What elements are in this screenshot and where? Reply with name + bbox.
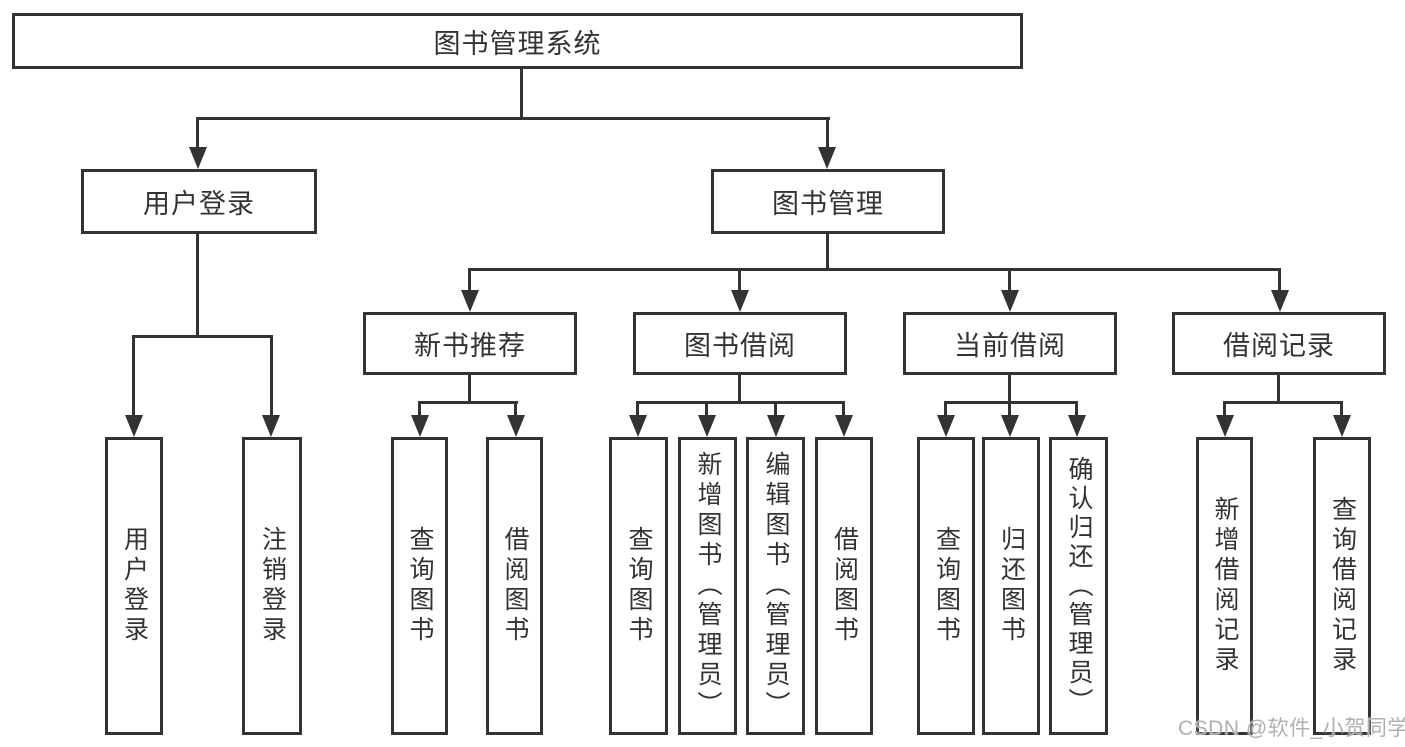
- arrow-to-bb-borrow-icon: [835, 415, 853, 437]
- edge-book-borrow-crossbar: [636, 401, 845, 404]
- edge-user-login-trunk: [196, 234, 199, 338]
- node-leaf-nb-borrow-book-label: 借阅图书: [501, 526, 529, 646]
- node-book-mgmt: 图书管理: [711, 169, 945, 234]
- node-leaf-cb-query-book: 查询图书: [917, 437, 975, 735]
- node-leaf-cb-return-book-label: 归还图书: [997, 526, 1026, 646]
- node-leaf-logout: 注销登录: [242, 437, 302, 735]
- edge-to-cb-return-stem: [1008, 401, 1011, 418]
- node-book-borrow: 图书借阅: [633, 312, 847, 375]
- edge-to-borrow-record-stem: [1278, 268, 1281, 293]
- arrow-to-br-query-icon: [1333, 415, 1351, 437]
- edge-borrow-record-crossbar: [1223, 401, 1343, 404]
- node-leaf-logout-label: 注销登录: [258, 526, 287, 646]
- node-leaf-bb-add-book-label: 新增图书（管理员）: [694, 451, 722, 721]
- arrow-to-cb-return-icon: [1001, 415, 1019, 437]
- edge-to-bb-query-stem: [636, 401, 639, 418]
- node-current-borrow-label: 当前借阅: [954, 331, 1066, 361]
- node-leaf-bb-add-book: 新增图书（管理员）: [678, 437, 737, 735]
- node-leaf-cb-confirm-return: 确认归还（管理员）: [1049, 437, 1108, 735]
- node-leaf-br-query-record: 查询借阅记录: [1313, 437, 1371, 735]
- edge-root-crossbar: [196, 117, 830, 120]
- node-leaf-bb-edit-book: 编辑图书（管理员）: [746, 437, 805, 735]
- edge-current-borrow-crossbar: [944, 401, 1078, 404]
- arrow-to-bb-add-icon: [698, 415, 716, 437]
- edge-to-book-mgmt-stem: [826, 117, 829, 150]
- edge-to-book-borrow-stem: [738, 268, 741, 293]
- node-leaf-cb-return-book: 归还图书: [982, 437, 1040, 735]
- node-leaf-user-login-label: 用户登录: [120, 526, 149, 646]
- edge-new-book-rec-trunk: [468, 375, 471, 404]
- arrow-to-bb-edit-icon: [767, 415, 785, 437]
- arrow-to-current-borrow-icon: [1001, 290, 1019, 312]
- arrow-to-new-book-rec-icon: [461, 290, 479, 312]
- node-book-mgmt-label: 图书管理: [772, 189, 884, 219]
- node-leaf-bb-borrow-book: 借阅图书: [815, 437, 873, 735]
- edge-to-br-query-stem: [1340, 401, 1343, 418]
- edge-to-nb-borrow-stem: [514, 401, 517, 418]
- node-leaf-cb-query-book-label: 查询图书: [932, 526, 961, 646]
- edge-to-nb-query-stem: [418, 401, 421, 418]
- node-leaf-br-add-record: 新增借阅记录: [1196, 437, 1253, 735]
- arrow-to-cb-confirm-icon: [1068, 415, 1086, 437]
- edge-current-borrow-trunk: [1008, 375, 1011, 404]
- arrow-to-book-mgmt-icon: [818, 147, 836, 169]
- node-leaf-nb-borrow-book: 借阅图书: [486, 437, 543, 735]
- arrow-to-br-add-icon: [1216, 415, 1234, 437]
- edge-to-cb-query-stem: [944, 401, 947, 418]
- arrow-to-cb-query-icon: [937, 415, 955, 437]
- node-current-borrow: 当前借阅: [903, 312, 1117, 375]
- arrow-to-ul-user-login-icon: [125, 415, 143, 437]
- edge-user-login-crossbar: [132, 335, 273, 338]
- node-root: 图书管理系统: [12, 13, 1023, 69]
- edge-to-br-add-stem: [1223, 401, 1226, 418]
- edge-to-bb-edit-stem: [774, 401, 777, 418]
- node-user-login-label: 用户登录: [143, 189, 255, 219]
- edge-to-cb-confirm-stem: [1075, 401, 1078, 418]
- node-book-borrow-label: 图书借阅: [684, 331, 796, 361]
- edge-to-bb-add-stem: [705, 401, 708, 418]
- edge-book-mgmt-trunk: [826, 234, 829, 271]
- edge-new-book-rec-crossbar: [418, 401, 518, 404]
- arrow-to-nb-borrow-icon: [507, 415, 525, 437]
- node-leaf-bb-query-book-label: 查询图书: [625, 526, 653, 646]
- node-borrow-record-label: 借阅记录: [1223, 331, 1335, 361]
- arrow-to-book-borrow-icon: [731, 290, 749, 312]
- node-leaf-br-query-record-label: 查询借阅记录: [1328, 496, 1357, 676]
- arrow-to-borrow-record-icon: [1271, 290, 1289, 312]
- edge-to-ul-user-login-stem: [132, 335, 135, 418]
- edge-borrow-record-trunk: [1277, 375, 1280, 404]
- arrow-to-bb-query-icon: [629, 415, 647, 437]
- csdn-watermark: CSDN @软件_小贺同学: [1178, 717, 1405, 740]
- edge-to-bb-borrow-stem: [842, 401, 845, 418]
- edge-to-new-book-rec-stem: [468, 268, 471, 293]
- edge-book-mgmt-crossbar: [468, 268, 1281, 271]
- node-user-login: 用户登录: [81, 169, 317, 234]
- node-leaf-nb-query-book: 查询图书: [391, 437, 448, 735]
- node-leaf-bb-edit-book-label: 编辑图书（管理员）: [762, 451, 790, 721]
- node-new-book-rec: 新书推荐: [363, 312, 577, 375]
- node-leaf-br-add-record-label: 新增借阅记录: [1211, 496, 1239, 676]
- arrow-to-ul-logout-icon: [262, 415, 280, 437]
- edge-to-ul-logout-stem: [270, 335, 273, 418]
- node-borrow-record: 借阅记录: [1172, 312, 1386, 375]
- edge-to-user-login-stem: [196, 117, 199, 150]
- edge-book-borrow-trunk: [738, 375, 741, 404]
- edge-to-current-borrow-stem: [1008, 268, 1011, 293]
- node-leaf-bb-borrow-book-label: 借阅图书: [830, 526, 859, 646]
- edge-root-trunk: [520, 69, 523, 119]
- node-leaf-user-login: 用户登录: [105, 437, 163, 735]
- node-leaf-cb-confirm-return-label: 确认归还（管理员）: [1065, 455, 1093, 717]
- arrow-to-nb-query-icon: [411, 415, 429, 437]
- arrow-to-user-login-icon: [189, 147, 207, 169]
- node-new-book-rec-label: 新书推荐: [414, 331, 526, 361]
- node-root-label: 图书管理系统: [433, 28, 602, 59]
- node-leaf-nb-query-book-label: 查询图书: [406, 526, 434, 646]
- node-leaf-bb-query-book: 查询图书: [609, 437, 668, 735]
